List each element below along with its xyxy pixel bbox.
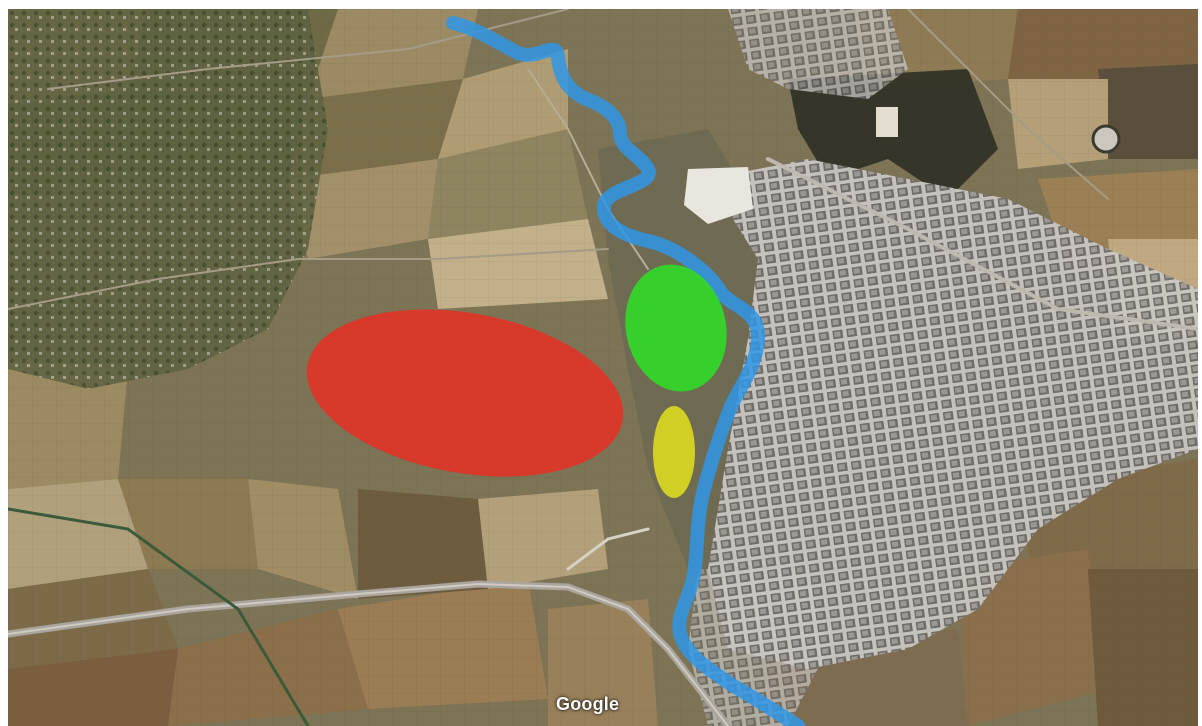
red-zone-overlay: [306, 309, 624, 477]
city-area: [708, 159, 1198, 669]
river-overlay: [446, 16, 805, 726]
satellite-map[interactable]: [8, 9, 1198, 726]
industrial-buildings: [684, 107, 1121, 224]
google-attribution: Google: [556, 694, 620, 714]
city-north-blocks: [728, 9, 908, 99]
yellow-zone-overlay: [653, 406, 695, 498]
map-canvas[interactable]: [8, 9, 1198, 726]
green-zone-overlay: [625, 264, 727, 392]
